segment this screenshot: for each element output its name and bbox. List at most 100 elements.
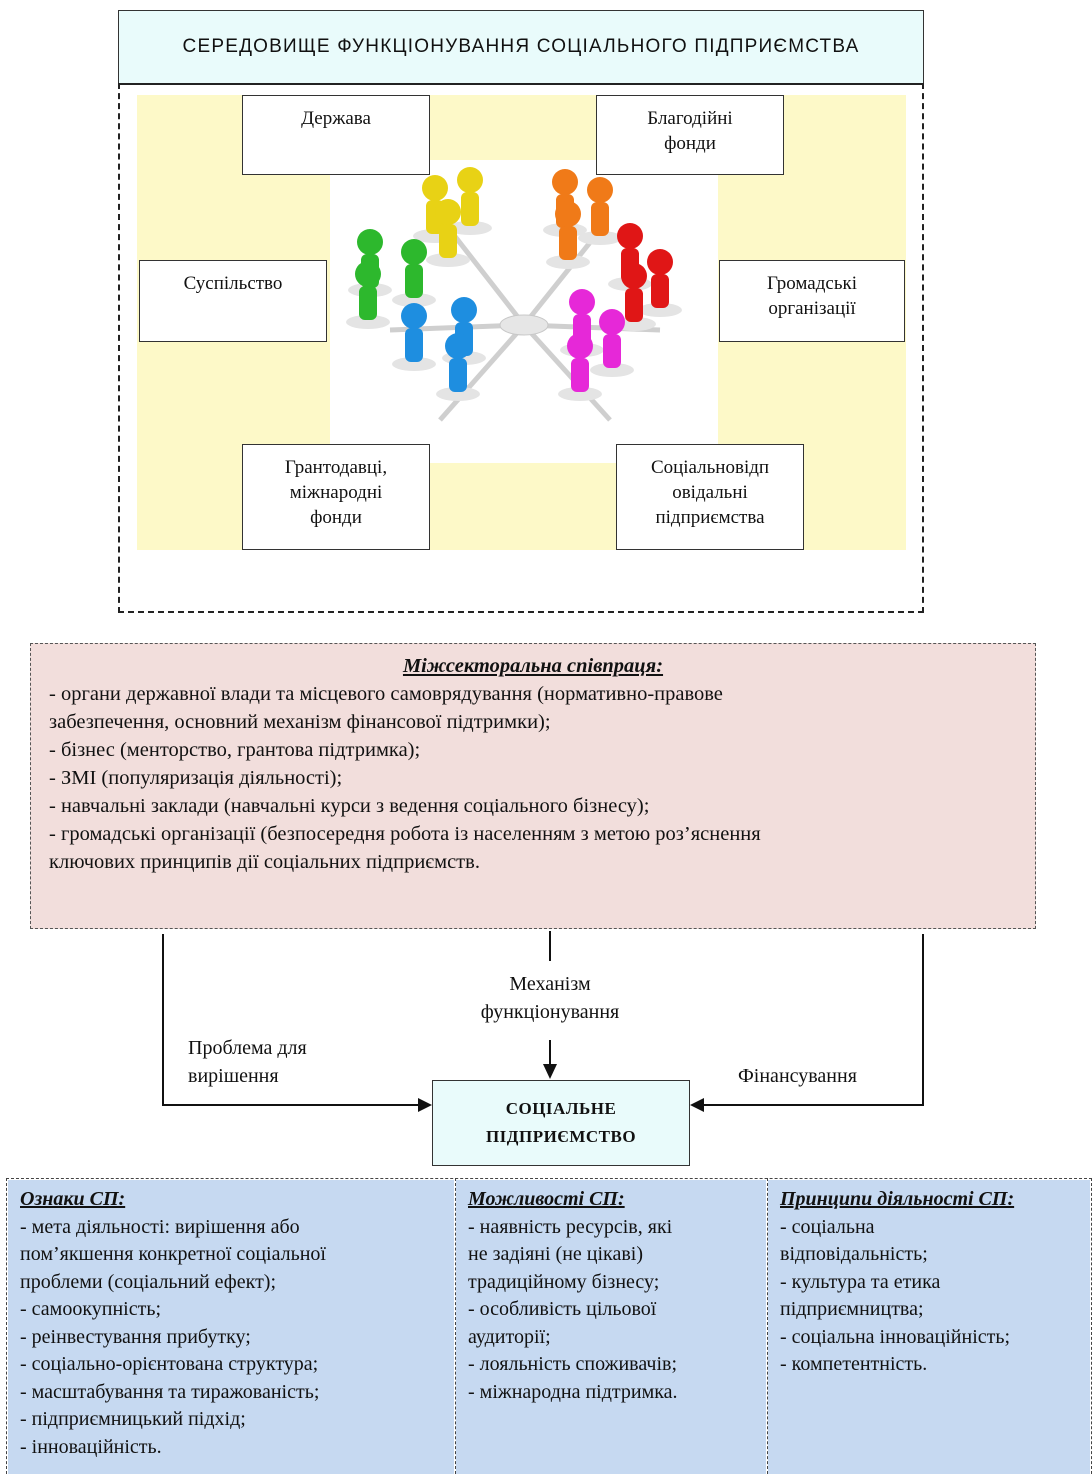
person-base xyxy=(638,303,682,317)
node-society: Суспільство xyxy=(139,260,327,342)
person-body xyxy=(559,226,577,260)
node-grantors: Грантодавці, міжнародні фонди xyxy=(242,444,430,550)
signs-line: - реінвестування прибутку; xyxy=(20,1325,251,1348)
connector-mechanism xyxy=(549,1040,551,1066)
connector-top xyxy=(549,931,551,961)
collaboration-line: - бізнес (менторство, грантова підтримка… xyxy=(49,739,421,761)
collaboration-line: - ЗМІ (популяризація діяльності); xyxy=(49,767,343,789)
collaboration-line: - навчальні заклади (навчальні курси з в… xyxy=(49,795,650,817)
network-link xyxy=(522,323,612,422)
person-base xyxy=(448,221,492,235)
person-head xyxy=(567,333,593,359)
arrowhead-down-icon xyxy=(543,1064,557,1079)
signs-line: - масштабування та тиражованість; xyxy=(20,1380,320,1403)
opportunities-line: аудиторії; xyxy=(468,1325,551,1348)
principles-line: - культура та етика xyxy=(780,1270,941,1293)
principles-heading: Принципи діяльності СП: xyxy=(780,1188,1015,1210)
node-public-organizations-label: Громадські організації xyxy=(766,273,858,319)
signs-heading: Ознаки СП: xyxy=(20,1188,126,1210)
financing-label: Фінансування xyxy=(738,1065,857,1087)
connector-left-horizontal xyxy=(162,1104,424,1106)
people-network-svg xyxy=(346,167,682,422)
signs-line: - підприємницький підхід; xyxy=(20,1408,246,1430)
person-head xyxy=(422,175,448,201)
collaboration-heading: Міжсекторальна співпраця: xyxy=(402,655,664,677)
opportunities-line: традиційному бізнесу; xyxy=(468,1270,660,1293)
person-base xyxy=(590,363,634,377)
signs-line: пом’якшення конкретної соціальної xyxy=(20,1243,326,1265)
signs-line: - соціально-орієнтована структура; xyxy=(20,1353,319,1375)
principles-line: - компетентність. xyxy=(780,1353,928,1375)
social-enterprise-line1: Соціальне xyxy=(505,1099,617,1118)
person-body xyxy=(405,328,423,362)
node-social-enterprises: Соціальновідп овідальні підприємства xyxy=(616,444,804,550)
connector-right-vertical xyxy=(922,934,924,1106)
person-head xyxy=(617,223,643,249)
person-base xyxy=(558,387,602,401)
network-link xyxy=(438,323,526,422)
network-hub xyxy=(499,314,549,336)
collaboration-line: ключових принципів дії соціальних підпри… xyxy=(49,851,480,873)
person-base xyxy=(578,231,622,245)
person-body xyxy=(461,192,479,226)
environment-title-text: Середовище функціонування соціального пі… xyxy=(182,36,860,57)
mechanism-label: Механізм функціонування xyxy=(480,973,620,1023)
connector-right-horizontal xyxy=(700,1104,924,1106)
node-public-organizations: Громадські організації xyxy=(719,260,905,342)
node-charity-funds-label: Благодійні фонди xyxy=(647,108,733,154)
column-divider-2 xyxy=(767,1178,768,1474)
person-base xyxy=(392,357,436,371)
problem-label: Проблема для вирішення xyxy=(188,1037,307,1087)
person-base xyxy=(392,293,436,307)
person-body xyxy=(603,334,621,368)
person-head xyxy=(555,201,581,227)
node-social-enterprises-label: Соціальновідп овідальні підприємства xyxy=(650,457,770,528)
signs-line: - самоокупність; xyxy=(20,1298,162,1320)
network-link xyxy=(448,228,526,327)
social-enterprise-box: Соціальне підприємство xyxy=(432,1080,690,1166)
people-network-illustration xyxy=(330,160,718,463)
environment-title: Середовище функціонування соціального пі… xyxy=(118,10,924,84)
person-head xyxy=(435,199,461,225)
person-head xyxy=(599,309,625,335)
environment-frame xyxy=(118,83,924,613)
person-body xyxy=(651,274,669,308)
person-base xyxy=(346,315,390,329)
person-head xyxy=(457,167,483,193)
signs-column: Ознаки СП: - мета діяльності: вирішення … xyxy=(8,1180,454,1474)
person-head xyxy=(552,169,578,195)
collaboration-line: - органи державної влади та місцевого са… xyxy=(49,683,723,705)
signs-line: проблеми (соціальний ефект); xyxy=(20,1270,277,1293)
person-body xyxy=(359,286,377,320)
node-state-label: Держава xyxy=(301,108,371,129)
collaboration-line: - громадські організації (безпосередня р… xyxy=(49,823,761,845)
person-head xyxy=(401,303,427,329)
opportunities-line: - міжнародна підтримка. xyxy=(468,1380,678,1403)
person-head xyxy=(621,263,647,289)
network-link xyxy=(522,228,602,327)
bottom-columns-frame xyxy=(6,1178,1092,1474)
opportunities-line: - особливість цільової xyxy=(468,1298,657,1320)
arrowhead-left-icon xyxy=(418,1098,432,1112)
node-society-label: Суспільство xyxy=(183,273,283,294)
person-body xyxy=(625,288,643,322)
node-charity-funds: Благодійні фонди xyxy=(596,95,784,175)
node-state: Держава xyxy=(242,95,430,175)
opportunities-line: - лояльність споживачів; xyxy=(468,1353,678,1375)
person-body xyxy=(571,358,589,392)
person-head xyxy=(569,289,595,315)
person-body xyxy=(591,202,609,236)
opportunities-line: - наявність ресурсів, які xyxy=(468,1215,673,1238)
person-head xyxy=(451,297,477,323)
person-head xyxy=(647,249,673,275)
signs-line: - інноваційність. xyxy=(20,1435,162,1458)
arrowhead-right-icon xyxy=(690,1098,704,1112)
person-head xyxy=(587,177,613,203)
person-head xyxy=(357,229,383,255)
person-base xyxy=(546,255,590,269)
person-base xyxy=(426,253,470,267)
person-base xyxy=(436,387,480,401)
person-body xyxy=(449,358,467,392)
opportunities-heading: Можливості СП: xyxy=(468,1188,625,1210)
